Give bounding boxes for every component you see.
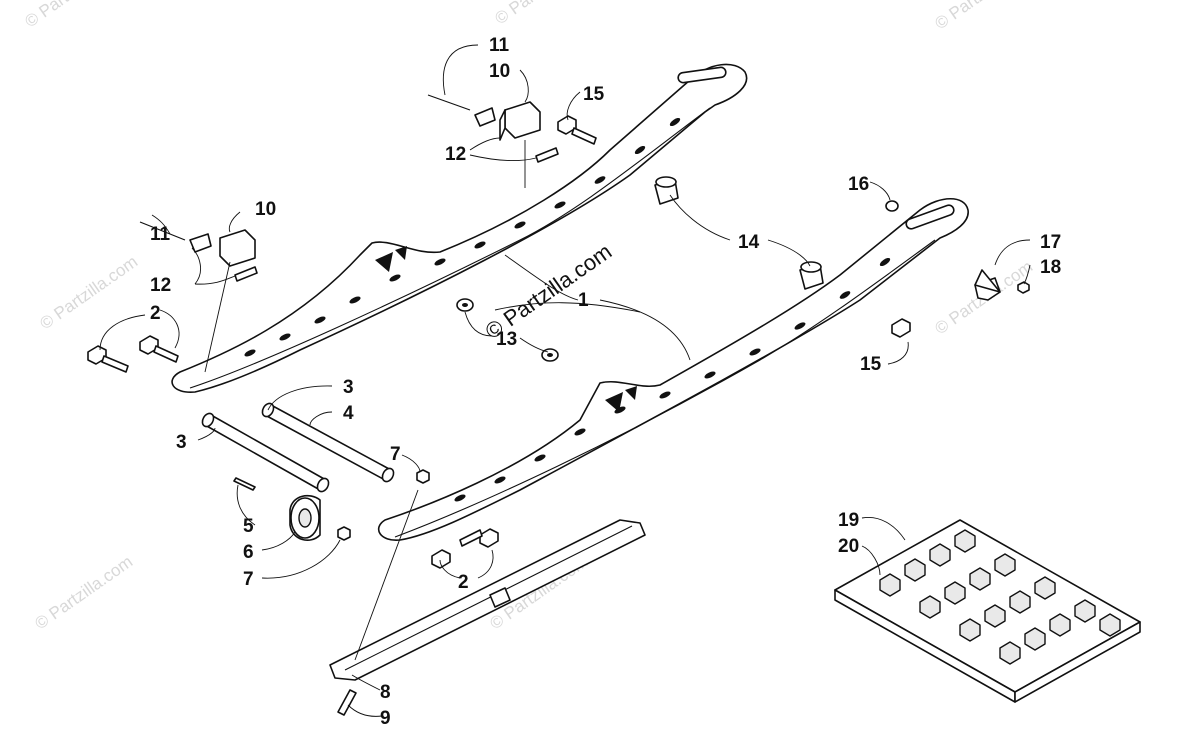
callout-19: 19 <box>838 510 859 531</box>
callout-15: 15 <box>583 84 605 105</box>
front-slide-rail <box>377 198 969 541</box>
callout-12: 12 <box>445 144 466 165</box>
callout-5: 5 <box>243 516 254 537</box>
callout-7: 7 <box>390 444 401 465</box>
callout-8: 8 <box>380 682 391 703</box>
callouts: 1 2 2 3 3 4 5 6 7 7 8 9 10 10 11 11 12 1… <box>150 35 1061 729</box>
partzilla-watermark: © Partzilla.com <box>481 239 617 345</box>
track-section <box>834 519 1141 703</box>
wear-strip <box>329 519 646 716</box>
callout-10: 10 <box>255 199 276 220</box>
callout-11: 11 <box>150 224 171 245</box>
faint-watermark: © Partzilla.com <box>36 252 141 333</box>
bolts <box>87 115 1030 569</box>
faint-watermark: © Partzilla.com <box>31 552 136 633</box>
cross-shafts <box>201 402 395 493</box>
callout-3: 3 <box>176 432 187 453</box>
callout-4: 4 <box>343 403 354 424</box>
faint-watermark: © Partzilla.com <box>931 0 1036 33</box>
callout-14: 14 <box>738 232 760 253</box>
callout-17: 17 <box>1040 232 1061 253</box>
track-lugs <box>879 529 1121 665</box>
callout-6: 6 <box>243 542 254 563</box>
callout-13: 13 <box>496 329 517 350</box>
callout-2: 2 <box>150 303 161 324</box>
callout-15: 15 <box>860 354 882 375</box>
callout-10: 10 <box>489 61 510 82</box>
callout-1: 1 <box>578 290 589 311</box>
callout-16: 16 <box>848 174 869 195</box>
rear-slide-rail <box>171 63 748 393</box>
callout-20: 20 <box>838 536 859 557</box>
callout-2: 2 <box>458 572 469 593</box>
idler-wheel <box>233 469 430 541</box>
callout-7: 7 <box>243 569 254 590</box>
callout-11: 11 <box>489 35 510 56</box>
clips-brackets <box>139 94 1001 301</box>
faint-watermark: © Partzilla.com <box>21 0 126 31</box>
leader-lines <box>99 44 1031 717</box>
rail-slots <box>454 257 891 502</box>
faint-watermark: © Partzilla.com <box>491 0 596 28</box>
callout-9: 9 <box>380 708 391 729</box>
callout-12: 12 <box>150 275 171 296</box>
rail-slots <box>244 117 681 357</box>
callout-3: 3 <box>343 377 354 398</box>
callout-18: 18 <box>1040 257 1061 278</box>
